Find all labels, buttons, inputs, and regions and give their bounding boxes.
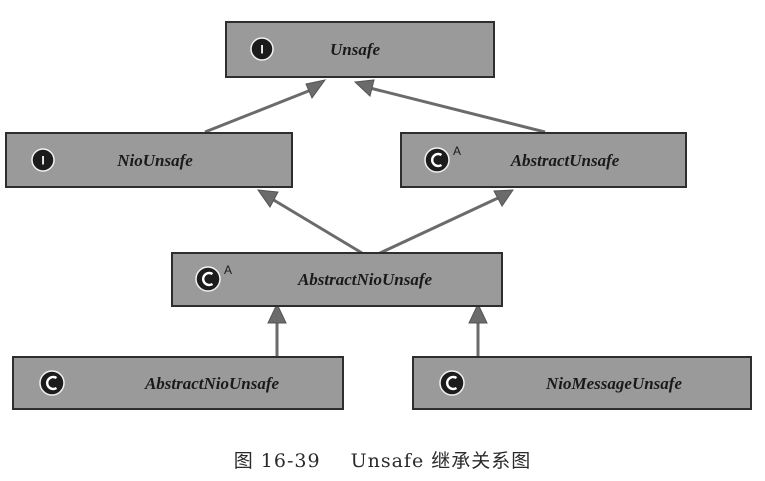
node-box [412, 356, 752, 410]
class-icon [439, 370, 465, 396]
figure-caption: 图 16-39 Unsafe 继承关系图 [0, 446, 765, 473]
figure-number: 图 16-39 [233, 450, 321, 472]
node-unsafe: I Unsafe [225, 21, 495, 78]
edge-sub-to-abstractniounsafe [267, 302, 287, 357]
edge-abstractniounsafe-to-niounsafe [256, 189, 363, 255]
node-abstractniounsafe-sub: AbstractNioUnsafe [12, 356, 344, 410]
node-label-abstractniounsafe-sub: AbstractNioUnsafe [144, 374, 280, 393]
svg-text:I: I [260, 43, 263, 57]
node-niounsafe: I NioUnsafe [5, 132, 293, 188]
edge-niounsafe-to-unsafe [204, 79, 327, 134]
node-label-niomessageunsafe: NioMessageUnsafe [545, 374, 682, 393]
node-label-unsafe: Unsafe [330, 40, 381, 59]
node-box [171, 252, 503, 307]
svg-text:I: I [41, 154, 44, 168]
class-icon [424, 147, 450, 173]
node-box [12, 356, 344, 410]
node-label-abstractniounsafe: AbstractNioUnsafe [297, 270, 433, 289]
class-icon [195, 266, 221, 292]
edges [204, 79, 546, 357]
node-label-abstractunsafe: AbstractUnsafe [510, 151, 620, 170]
figure-title: Unsafe 继承关系图 [350, 450, 532, 472]
class-icon [39, 370, 65, 396]
interface-icon: I [250, 37, 274, 61]
interface-icon: I [31, 148, 55, 172]
edge-abstractunsafe-to-unsafe [353, 79, 546, 134]
node-niomessageunsafe: NioMessageUnsafe [412, 356, 752, 410]
edge-abstractniounsafe-to-abstractunsafe [379, 189, 514, 255]
abstract-marker: A [453, 144, 461, 158]
edge-niomessageunsafe-to-abstractniounsafe [468, 302, 488, 357]
node-label-niounsafe: NioUnsafe [116, 151, 193, 170]
node-abstractniounsafe: A AbstractNioUnsafe [171, 252, 503, 307]
node-abstractunsafe: A AbstractUnsafe [400, 132, 687, 188]
abstract-marker: A [224, 263, 232, 277]
